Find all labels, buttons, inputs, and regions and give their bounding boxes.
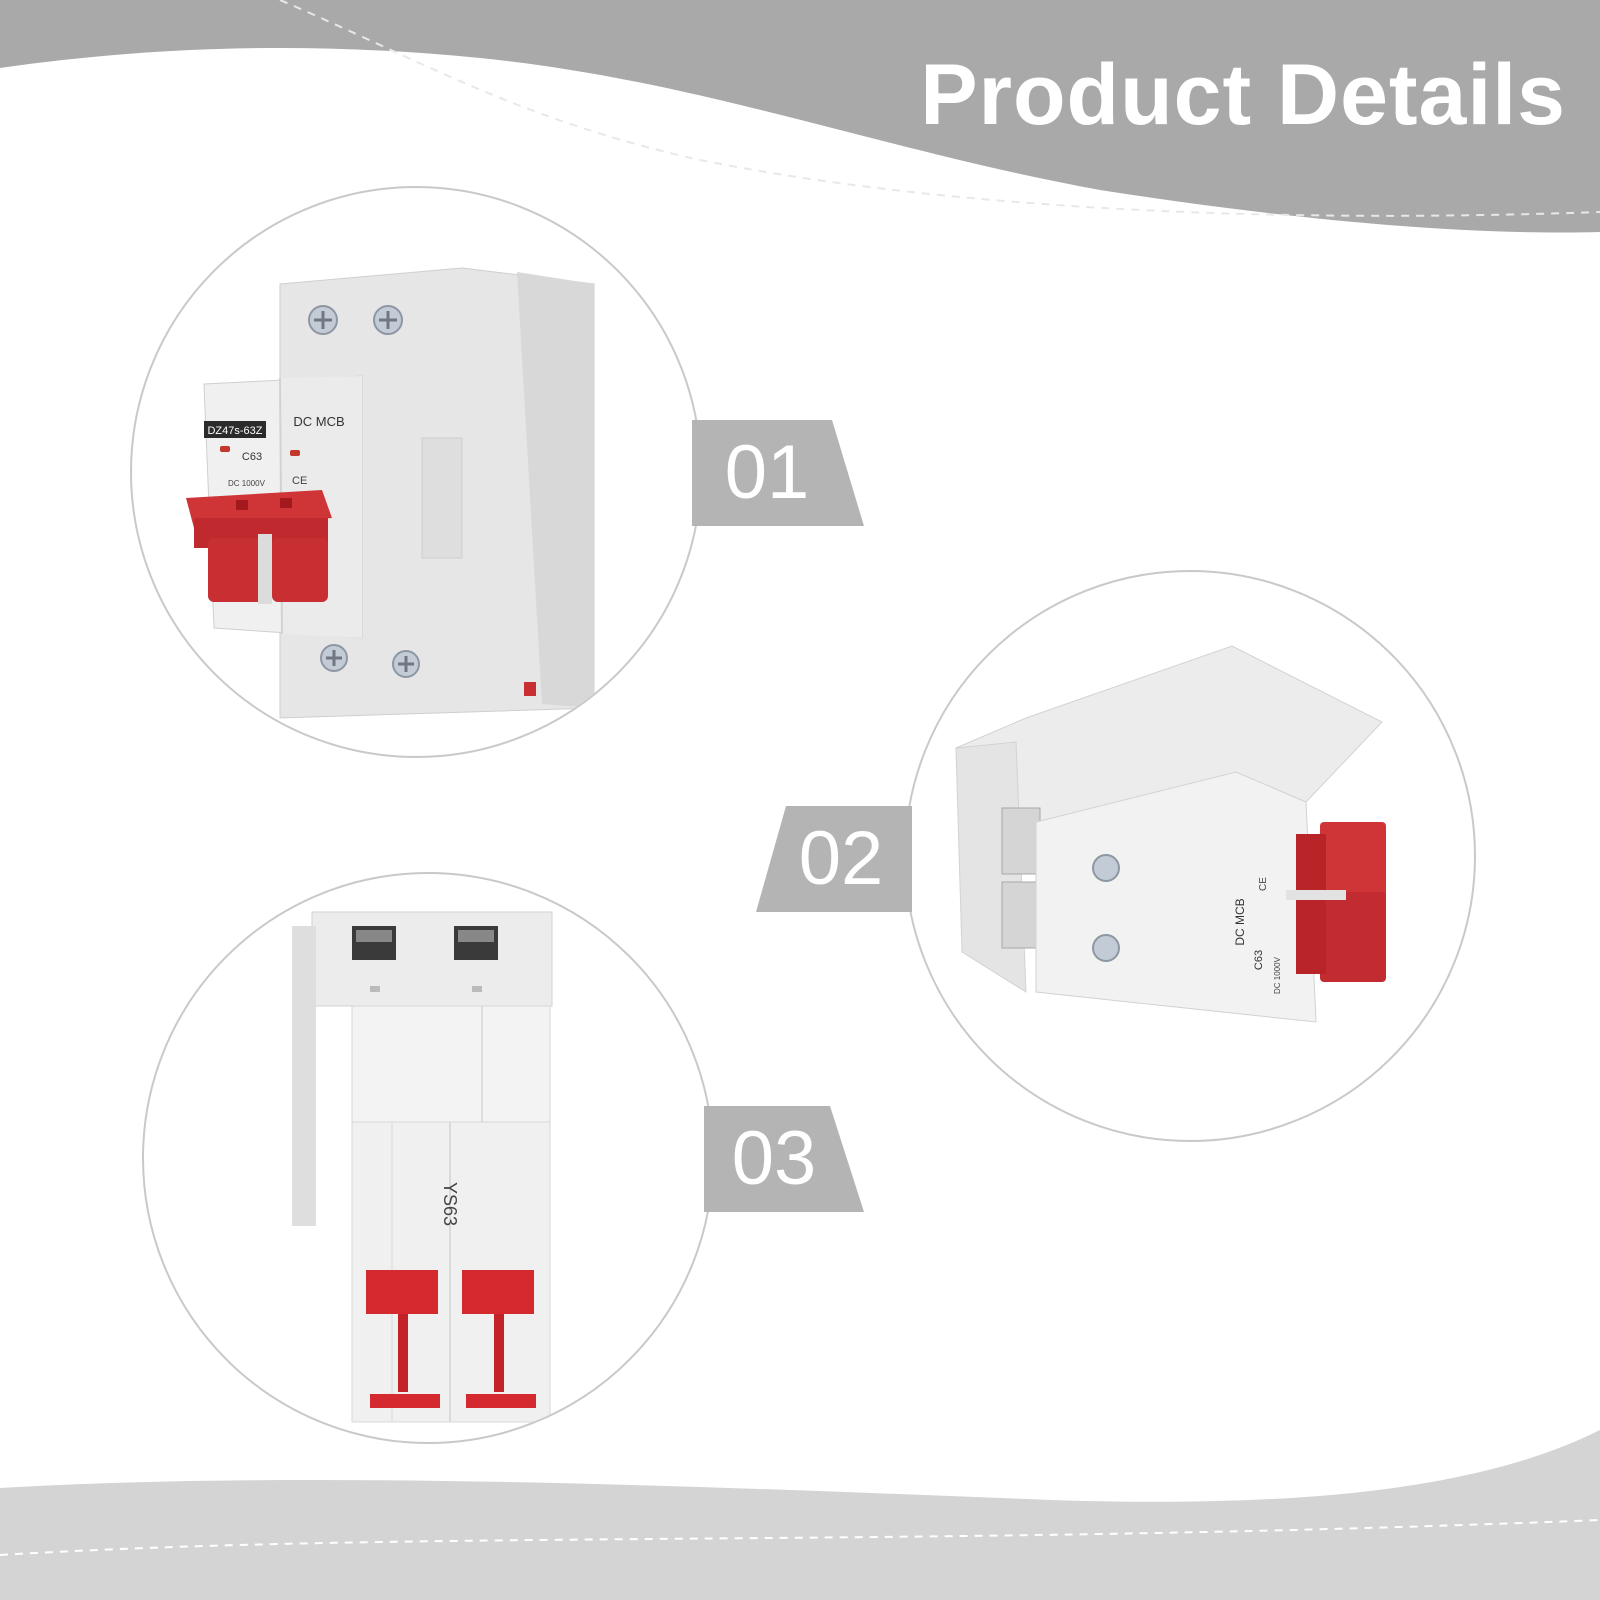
type-label-02: DC MCB	[1233, 898, 1247, 945]
section-badge-02: 02	[756, 806, 912, 912]
voltage-label-02: DC 1000V	[1273, 956, 1282, 994]
product-photo-circle-01: DZ47s-63Z DC MCB C63 DC 1000V CE	[130, 186, 702, 758]
header-banner	[0, 0, 1600, 233]
badge-shape-02	[756, 806, 912, 912]
code-label: YS63	[440, 1182, 460, 1226]
footer-dashed-line	[0, 1519, 1600, 1556]
section-badge-03: 03	[704, 1106, 864, 1212]
section-badge-01: 01	[692, 420, 864, 526]
rating-label: C63	[242, 451, 262, 463]
section-number-02: 02	[798, 816, 884, 901]
section-number-01: 01	[724, 430, 810, 515]
breaker-front-illustration: DZ47s-63Z DC MCB C63 DC 1000V CE	[186, 267, 595, 719]
product-photo-circle-03: YS63	[142, 872, 714, 1444]
section-number-03: 03	[731, 1116, 817, 1201]
breaker-side-illustration: DC MCB C63 DC 1000V CE	[955, 645, 1386, 1023]
breaker-bottom-illustration: YS63	[292, 911, 553, 1423]
ce-mark: CE	[292, 475, 307, 487]
voltage-label: DC 1000V	[228, 479, 266, 488]
header-dashed-line	[279, 0, 1600, 217]
type-label: DC MCB	[293, 414, 344, 429]
page-title: Product Details	[920, 47, 1566, 143]
product-photo-circle-02: DC MCB C63 DC 1000V CE	[904, 570, 1476, 1142]
badge-shape-03	[704, 1106, 864, 1212]
rating-label-02: C63	[1253, 950, 1265, 970]
model-label: DZ47s-63Z	[207, 425, 262, 437]
badge-shape-01	[692, 420, 864, 526]
footer-banner	[0, 1430, 1600, 1600]
ce-mark-02: CE	[1258, 877, 1269, 891]
